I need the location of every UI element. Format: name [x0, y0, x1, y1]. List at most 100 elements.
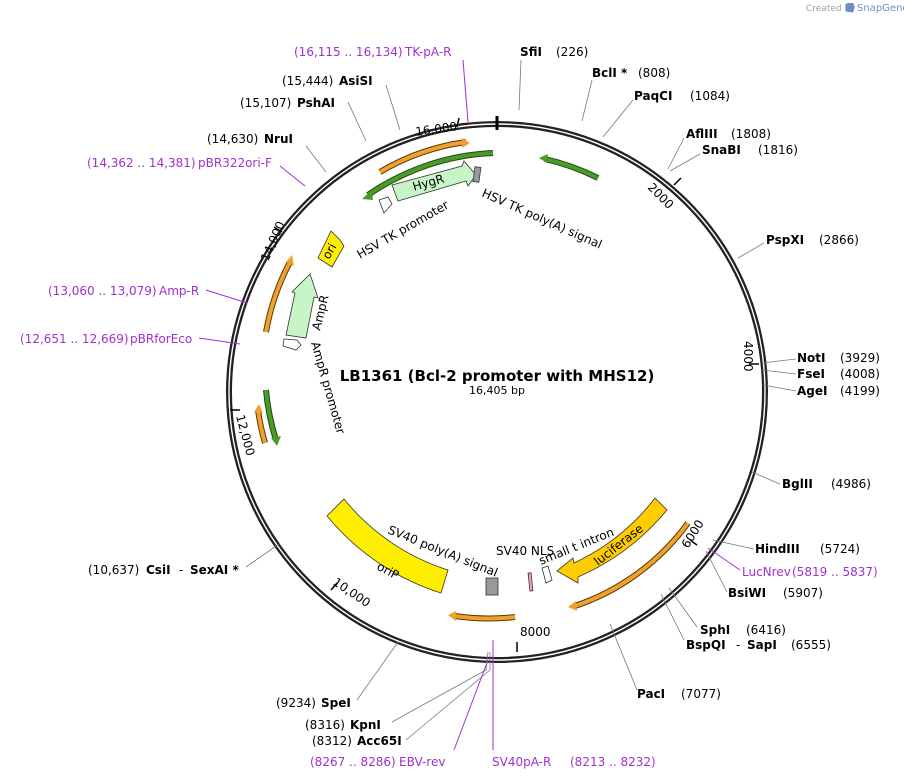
enzyme-name-csii: CsiI [146, 563, 171, 577]
enzyme-name-agei: AgeI [797, 384, 827, 398]
enzyme-pos-sphi: (6416) [746, 623, 786, 637]
leader-paqci [602, 99, 634, 138]
enzyme-name-sfii: SfiI [520, 45, 542, 59]
enzyme-name-sphi: SphI [700, 623, 730, 637]
primer-name-tk-pa-r: TK-pA-R [404, 45, 452, 59]
enzyme-name-paci: PacI [637, 687, 665, 701]
leader-hindiii [712, 539, 755, 550]
feature-luciferase [556, 497, 668, 584]
orf-arrowhead-leftgreen [271, 436, 281, 446]
orf-arrowhead-left [286, 255, 294, 266]
feature-small-t-intron [541, 565, 553, 584]
primer-pos-pbrforeco: (12,651 .. 12,669) [20, 332, 129, 346]
primer-pos-amp-r: (13,060 .. 13,079) [48, 284, 157, 298]
enzyme-pos-snabi: (1816) [758, 143, 798, 157]
leader-bglii [751, 471, 781, 485]
leader-sfii [518, 59, 522, 111]
feature-hygr [391, 160, 477, 202]
enzyme-pos-pspxi: (2866) [819, 233, 859, 247]
leader-sphi [668, 587, 698, 628]
leader-bcli [581, 79, 593, 122]
feature-hsv-tk-promoter [378, 196, 393, 214]
feature-ori [317, 230, 345, 268]
leader-noti [761, 358, 797, 364]
enzyme-name-snabi: SnaBI [702, 143, 741, 157]
enzyme-pos-agei: (4199) [840, 384, 880, 398]
enzyme-name-bcli: BclI * [592, 66, 628, 80]
enzyme-pos-bglii: (4986) [831, 477, 871, 491]
enzyme-labels: SfiI (226) BclI * (808) PaqCI (1084) Afl… [88, 45, 880, 748]
enzyme-name-pshai: PshAI [297, 96, 335, 110]
leader-bsiwi [705, 550, 728, 593]
primer-name-lucnrev: LucNrev [742, 565, 791, 579]
enzyme-pos-pshai: (15,107) [240, 96, 291, 110]
leader-snabi [669, 153, 701, 172]
enzyme-name-asisi: AsiSI [339, 74, 373, 88]
orf-arc-hyg [366, 151, 494, 197]
feature-ampr [285, 273, 319, 339]
enzyme-name-sapi: SapI [747, 638, 777, 652]
primer-pos-sv40pa-r: (8213 .. 8232) [570, 755, 656, 769]
enzyme-pos-noti: (3929) [840, 351, 880, 365]
tick-label-16000: 16,000 [414, 119, 458, 139]
enzyme-pos-aflii: (1808) [731, 127, 771, 141]
enzyme-pos-asisi: (15,444) [282, 74, 333, 88]
enzyme-name-nrui: NruI [264, 132, 293, 146]
enzyme-pos-bcli: (808) [638, 66, 670, 80]
leader-aflii [667, 137, 685, 170]
leader-asisi [385, 84, 401, 131]
enzyme-name-aflii: AflIII [686, 127, 718, 141]
tick-10000 [330, 582, 338, 591]
feature-label-hsv-tk-polya: HSV TK poly(A) signal [480, 186, 604, 252]
enzyme-name-bsiwi: BsiWI [728, 586, 766, 600]
enzyme-pos-paqci: (1084) [690, 89, 730, 103]
orf-arc-lowerright [574, 521, 690, 608]
feature-ampr-promoter [282, 338, 302, 351]
leader-pshai [347, 101, 367, 142]
leader-pbr322ori-f [279, 165, 306, 187]
primer-pos-lucnrev: (5819 .. 5837) [792, 565, 878, 579]
leader-nrui [305, 145, 327, 173]
orf-arrowhead-leftorange [254, 404, 263, 413]
enzyme-pos-sfii: (226) [556, 45, 588, 59]
enzyme-pos-nrui: (14,630) [207, 132, 258, 146]
primer-pos-ebv-rev: (8267 .. 8286) [310, 755, 396, 769]
feature-label-hsv-tk-promoter: HSV TK promoter [355, 198, 452, 262]
enzyme-pos-csii: (10,637) [88, 563, 139, 577]
orf-arrowhead-lowerright [568, 601, 577, 611]
tick-2000 [673, 177, 682, 186]
leader-pspxi [737, 242, 765, 259]
orf-arrowhead-right [539, 154, 548, 163]
primer-name-pbr322ori-f: pBR322ori-F [198, 156, 272, 170]
enzyme-sep-bspqi-sapi: - [736, 638, 740, 652]
leader-tk-pa-r [462, 59, 469, 123]
snapgene-logo-icon [846, 3, 854, 12]
features [282, 160, 668, 596]
leader-agei [762, 384, 797, 392]
enzyme-name-fsei: FseI [797, 367, 825, 381]
feature-sv40-nls [527, 572, 534, 592]
orf-arrowhead-top [462, 138, 470, 148]
tick-16000 [456, 117, 460, 128]
primer-name-sv40pa-r: SV40pA-R [492, 755, 551, 769]
orf-arrowhead-hyg [362, 190, 373, 200]
enzyme-name-bglii: BglII [782, 477, 813, 491]
enzyme-pos-sapi: (6555) [791, 638, 831, 652]
credit-prefix: Created by [806, 4, 856, 14]
enzyme-pos-spei: (9234) [276, 696, 316, 710]
tick-label-14000: 14,000 [258, 219, 288, 263]
orf-arc-bottom [454, 614, 516, 621]
enzyme-name-sexai: SexAI * [190, 563, 239, 577]
leader-sapi [660, 593, 685, 641]
leader-pbrforeco [198, 337, 241, 345]
orf-arc-top [378, 140, 467, 174]
tick-marks [230, 117, 759, 652]
leader-spei [356, 641, 399, 701]
enzyme-name-noti: NotI [797, 351, 826, 365]
map-title: LB1361 (Bcl-2 promoter with MHS12) [340, 367, 655, 385]
enzyme-sep-csii-sexai: - [179, 563, 183, 577]
leader-csii [245, 543, 280, 568]
primer-pos-tk-pa-r: (16,115 .. 16,134) [294, 45, 403, 59]
enzyme-pos-bsiwi: (5907) [783, 586, 823, 600]
feature-sv40-polya [485, 577, 499, 596]
